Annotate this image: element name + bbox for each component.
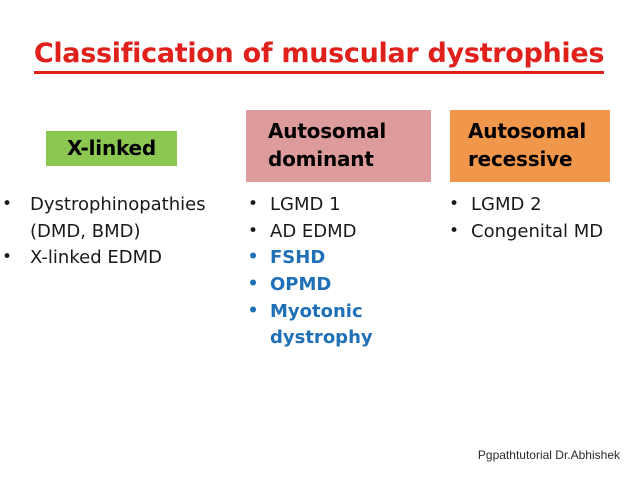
list-item-label: Dystrophinopathies (DMD, BMD): [30, 194, 206, 242]
bullet-icon: •: [247, 300, 259, 321]
list-item-label: Congenital MD: [471, 220, 604, 242]
column-x-linked: • Dystrophinopathies (DMD, BMD) • X-link…: [2, 192, 236, 272]
bullet-icon: •: [448, 194, 460, 214]
list-item-label: X-linked EDMD: [30, 247, 162, 269]
bullet-icon: •: [448, 220, 460, 241]
category-header-x-linked: X-linked: [46, 131, 177, 166]
category-header-line: Autosomal: [268, 119, 387, 144]
list-item-label: LGMD 1: [270, 194, 341, 215]
list-item-highlighted: • OPMD: [236, 272, 436, 299]
list-item-highlighted: • Myotonic dystrophy: [236, 299, 436, 352]
list-item: • Dystrophinopathies (DMD, BMD): [2, 192, 236, 245]
category-header-line: dominant: [268, 147, 374, 171]
list-item-label: Myotonic dystrophy: [270, 300, 373, 349]
page-title-text: Classification of muscular dystrophies: [33, 38, 604, 74]
list-item: • Congenital MD: [437, 219, 638, 246]
category-header-autosomal-dominant: Autosomal dominant: [246, 110, 431, 182]
bullet-icon: •: [2, 247, 13, 268]
list-item-label: OPMD: [270, 273, 332, 295]
category-header-autosomal-recessive: Autosomal recessive: [450, 110, 610, 182]
bullet-icon: •: [247, 273, 259, 294]
list-item-highlighted: • FSHD: [236, 245, 436, 272]
list-item: • LGMD 2: [437, 192, 638, 219]
list-item: • AD EDMD: [236, 219, 436, 246]
list-item: • X-linked EDMD: [2, 245, 236, 272]
column-autosomal-recessive: • LGMD 2 • Congenital MD: [437, 192, 638, 245]
bullet-icon: •: [247, 194, 259, 214]
bullet-icon: •: [247, 220, 259, 241]
page-title: Classification of muscular dystrophies: [0, 38, 638, 74]
footer-credit: Pgpathtutorial Dr.Abhishek: [477, 448, 620, 462]
bullet-icon: •: [247, 247, 259, 268]
category-header-line: X-linked: [66, 135, 157, 160]
category-header-line: Autosomal: [468, 119, 587, 144]
list-item: • LGMD 1: [236, 192, 436, 219]
list-item-label: FSHD: [270, 247, 326, 269]
bullet-icon: •: [2, 194, 13, 214]
column-autosomal-dominant: • LGMD 1 • AD EDMD • FSHD • OPMD • Myoto…: [236, 192, 436, 352]
list-item-label: AD EDMD: [270, 220, 357, 242]
category-header-line: recessive: [468, 147, 573, 171]
list-item-label: LGMD 2: [471, 194, 542, 215]
